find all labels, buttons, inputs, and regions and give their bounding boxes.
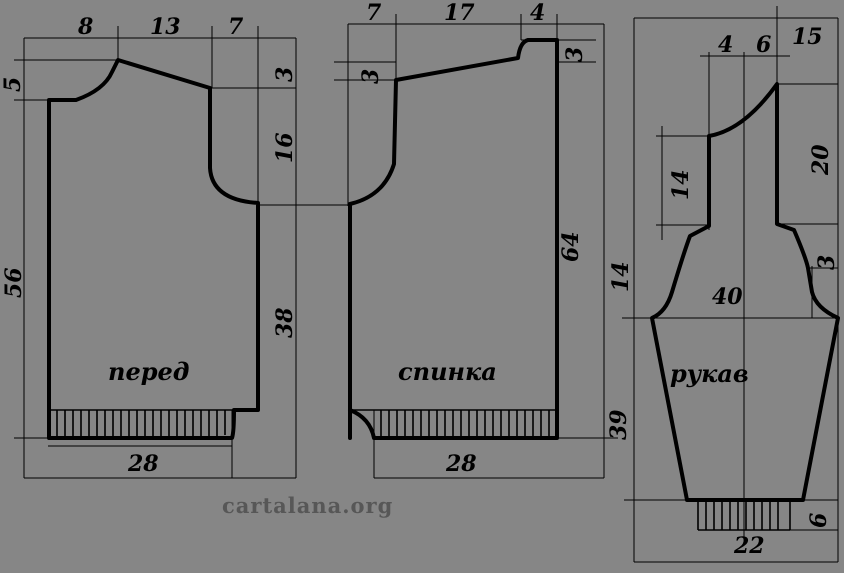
front-dim-shoulder-left: 5 bbox=[0, 77, 26, 92]
sleeve-dim-width: 40 bbox=[712, 284, 743, 310]
back-piece: 7 17 4 3 3 64 28 спинка bbox=[334, 0, 618, 479]
front-piece: 8 13 7 5 3 16 38 56 28 перед bbox=[0, 14, 348, 479]
front-dim-side: 38 bbox=[272, 307, 298, 338]
back-outline bbox=[348, 38, 559, 440]
front-dim-height: 56 bbox=[1, 267, 27, 298]
sleeve-dim-cap-right: 20 bbox=[808, 144, 834, 176]
front-ribbing bbox=[49, 409, 258, 438]
front-outline bbox=[47, 58, 260, 440]
front-dim-shoulder-right: 3 bbox=[272, 67, 298, 82]
back-dim-height: 64 bbox=[558, 231, 584, 262]
front-dim-top-left: 8 bbox=[77, 14, 93, 40]
front-dim-armhole: 16 bbox=[272, 132, 298, 163]
sleeve-dim-top-left: 4 bbox=[718, 32, 733, 58]
sleeve-dim-top-mid: 6 bbox=[756, 32, 771, 58]
sleeve-outline bbox=[650, 82, 840, 502]
back-dim-shoulder-right: 3 bbox=[562, 47, 588, 62]
sleeve-dim-top-right: 15 bbox=[792, 24, 823, 50]
back-dim-top-mid: 17 bbox=[444, 0, 475, 26]
sleeve-piece: 4 6 15 14 20 3 40 14 39 6 22 рукав bbox=[606, 6, 840, 563]
back-dim-top-right: 4 bbox=[530, 0, 545, 26]
sleeve-label: рукав bbox=[670, 359, 749, 388]
back-label: спинка bbox=[398, 357, 497, 386]
sleeve-dim-cap-step: 3 bbox=[814, 255, 840, 270]
front-dim-width: 28 bbox=[127, 451, 159, 477]
back-dim-top-left: 7 bbox=[366, 0, 382, 26]
sleeve-dim-cuff: 6 bbox=[806, 513, 832, 528]
front-dim-top-right: 7 bbox=[228, 14, 244, 40]
sleeve-dim-length: 39 bbox=[606, 409, 632, 440]
back-dim-shoulder-left: 3 bbox=[358, 69, 384, 84]
sleeve-dim-cap-left: 14 bbox=[668, 169, 694, 200]
back-dim-width: 28 bbox=[445, 451, 477, 477]
front-label: перед bbox=[108, 357, 189, 386]
watermark: cartalana.org bbox=[222, 493, 393, 518]
sleeve-dim-cap-height: 14 bbox=[608, 261, 634, 292]
back-ribbing bbox=[350, 409, 557, 438]
front-dim-top-mid: 13 bbox=[150, 14, 181, 40]
sleeve-ribbing bbox=[697, 500, 791, 531]
sleeve-dim-cuff-width: 22 bbox=[733, 533, 765, 559]
